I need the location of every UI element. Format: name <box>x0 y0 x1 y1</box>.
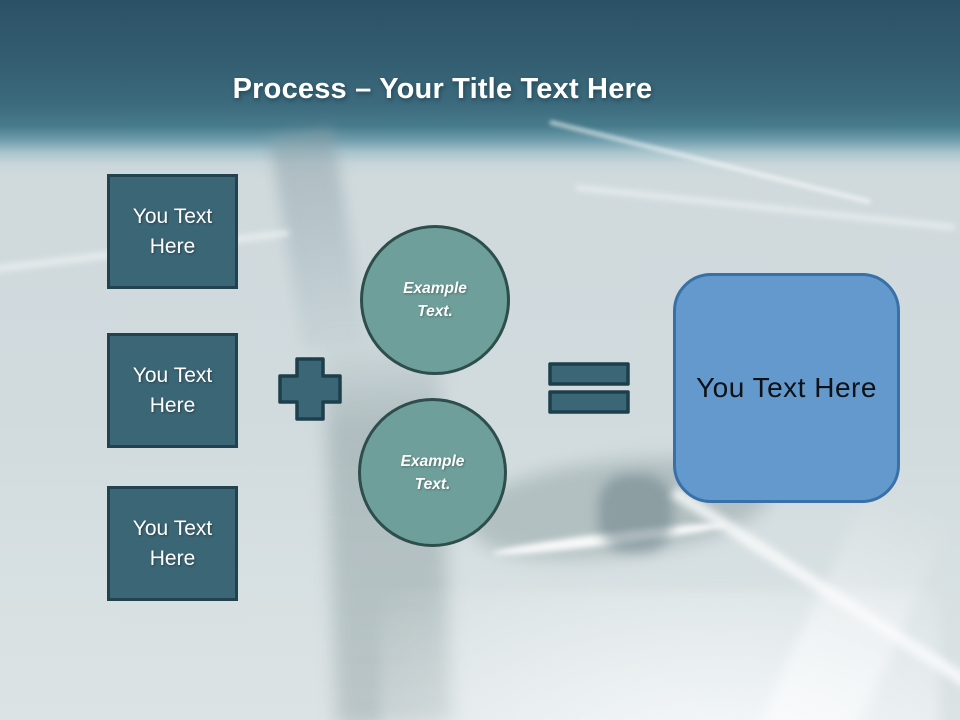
result-box-label: You Text Here <box>696 372 877 403</box>
example-circle-2-label: Example Text. <box>400 452 465 493</box>
example-circle-2[interactable]: Example Text. <box>358 398 507 547</box>
title-keyword: Process <box>232 73 347 106</box>
plus-icon <box>277 356 343 422</box>
input-box-3[interactable]: You Text Here <box>107 486 238 601</box>
example-circle-1-label: Example Text. <box>403 280 467 320</box>
input-box-3-label: You Text Here <box>132 516 213 570</box>
input-box-1-label: You Text Here <box>132 204 213 258</box>
title-subtitle: Your Title Text Here <box>379 73 653 106</box>
title-separator: – <box>346 73 380 106</box>
example-circle-1[interactable]: Example Text. <box>360 225 510 375</box>
equals-icon <box>548 362 630 414</box>
result-box[interactable]: You Text Here <box>673 273 900 503</box>
input-box-1[interactable]: You Text Here <box>107 174 238 289</box>
slide-title: Process – Your Title Text Here <box>0 73 885 106</box>
input-box-2[interactable]: You Text Here <box>107 333 238 448</box>
input-box-2-label: You Text Here <box>132 363 213 417</box>
